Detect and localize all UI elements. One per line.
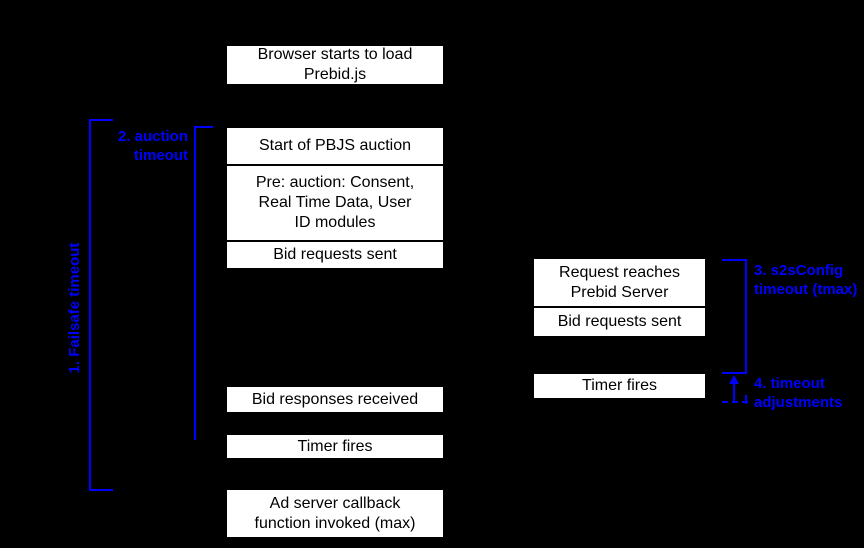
box-bid-requests-sent: Bid requests sent <box>226 241 444 269</box>
auction-timeout-label: 2. auction timeout <box>117 128 188 164</box>
s2s-timeout-label: 3. s2sConfig timeout (tmax) <box>754 262 858 298</box>
failsafe-timeout-label: 1. Failsafe timeout <box>66 242 83 374</box>
box-server-bid-requests-sent: Bid requests sent <box>533 307 706 337</box>
timeout-adjustment-arrow-shaft <box>733 383 735 403</box>
auction-bracket-line <box>194 126 196 440</box>
s2s-bracket-tick-bottom <box>722 372 747 374</box>
box-start-of-pbjs-auction: Start of PBJS auction <box>226 127 444 165</box>
timeout-adjustment-dashed-line <box>722 401 748 403</box>
auction-bracket-tick-top <box>194 126 213 128</box>
failsafe-bracket-tick-bottom <box>89 489 113 491</box>
box-ad-server-callback: Ad server callback function invoked (max… <box>226 489 444 538</box>
failsafe-bracket-line <box>89 119 91 491</box>
box-server-timer-fires: Timer fires <box>533 373 706 399</box>
box-timer-fires: Timer fires <box>226 434 444 459</box>
timeout-adjustment-end-tick <box>745 395 747 404</box>
box-bid-responses-received: Bid responses received <box>226 386 444 413</box>
s2s-bracket-line <box>745 259 747 374</box>
s2s-bracket-tick-top <box>722 259 747 261</box>
box-browser-loads-prebid: Browser starts to load Prebid.js <box>226 45 444 85</box>
failsafe-bracket-tick-top <box>89 119 113 121</box>
timeout-adjustment-arrow-icon <box>729 375 739 384</box>
box-request-reaches-prebid-server: Request reaches Prebid Server <box>533 258 706 307</box>
timeout-adjustments-label: 4. timeout adjustments <box>754 375 843 411</box>
box-pre-auction-modules: Pre: auction: Consent, Real Time Data, U… <box>226 165 444 241</box>
